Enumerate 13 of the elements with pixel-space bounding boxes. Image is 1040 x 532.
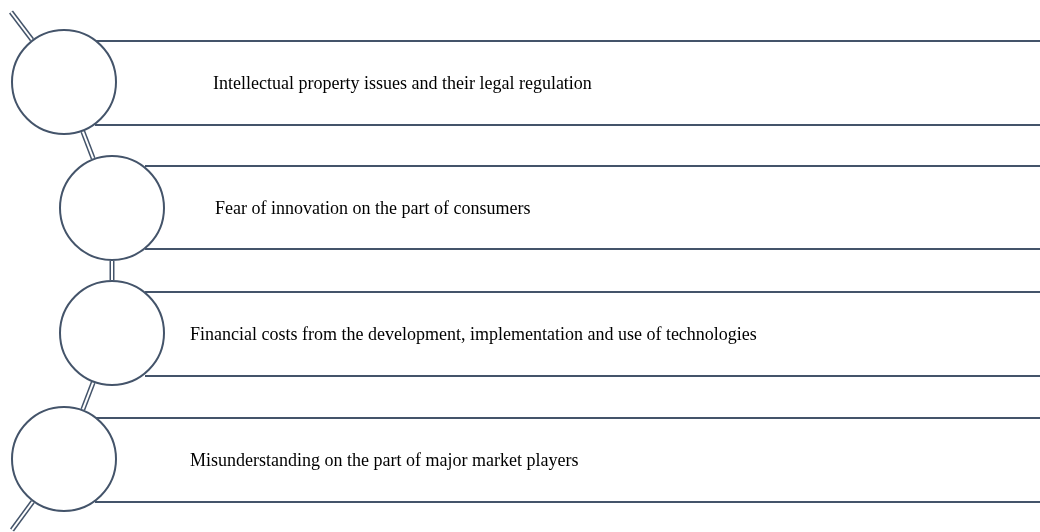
connector-line xyxy=(80,130,96,160)
text-band xyxy=(167,291,1040,377)
connector-line xyxy=(109,261,115,280)
band-text: Financial costs from the development, implementation and use of technologies xyxy=(190,322,757,346)
connector-line xyxy=(10,500,35,532)
band-text: Fear of innovation on the part of consumers xyxy=(215,196,531,219)
connector-line xyxy=(80,381,96,411)
band-text: Intellectual property issues and their legal regulation xyxy=(213,71,592,95)
text-band xyxy=(119,417,1040,503)
text-band xyxy=(119,40,1040,126)
band-text: Misunderstanding on the part of major market players xyxy=(190,448,579,472)
connector-line xyxy=(9,10,34,42)
text-band xyxy=(167,165,1040,250)
